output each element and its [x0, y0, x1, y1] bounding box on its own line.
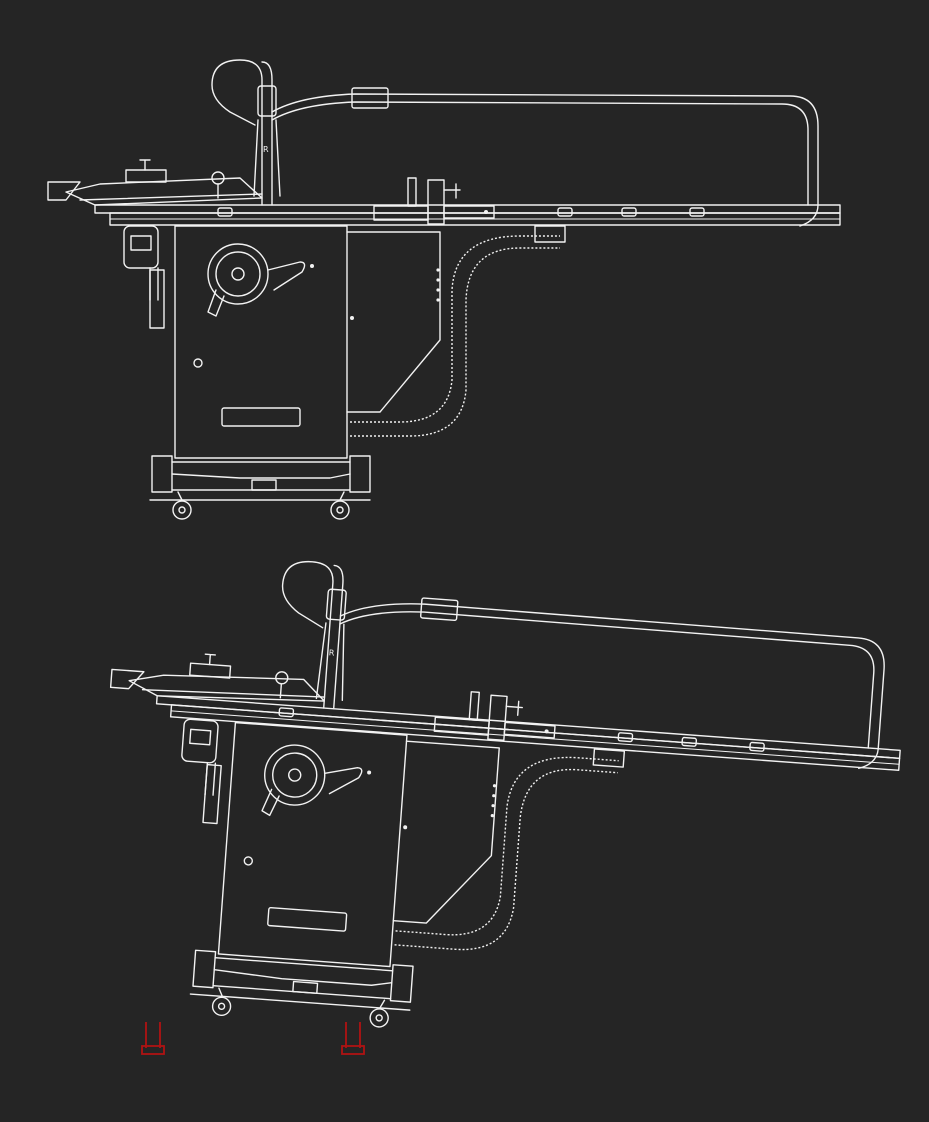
table-saw-level-drawing — [47, 59, 841, 520]
table-saw-tilted-drawing — [86, 547, 912, 1065]
leveling-foot-highlight-right — [341, 1022, 365, 1055]
leveling-foot-highlight-left — [141, 1022, 165, 1055]
